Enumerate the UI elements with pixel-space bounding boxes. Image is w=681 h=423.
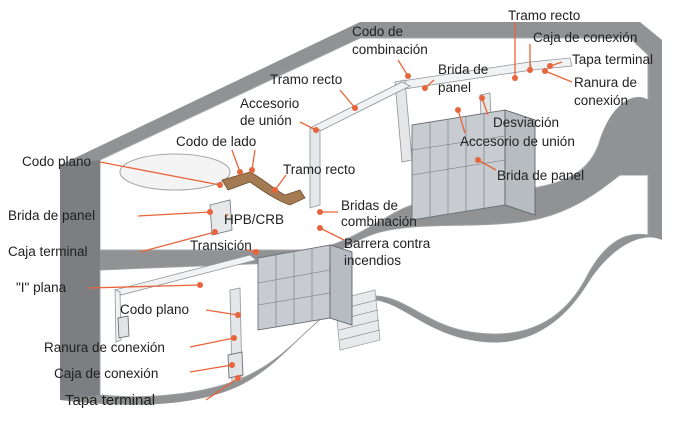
hpb-crb-box	[209, 199, 233, 236]
labels: Tramo recto Caja de conexión Tapa termin…	[8, 8, 653, 409]
duct-flex-section	[221, 171, 306, 206]
label-caja-conexion-bottom: Caja de conexión	[54, 366, 158, 381]
label-tramo-recto-top: Tramo recto	[508, 8, 580, 23]
label-transicion: Transición	[190, 238, 252, 253]
label-codo-plano-top: Codo plano	[22, 154, 91, 169]
right-curved-wall	[600, 97, 648, 175]
leader-lines	[87, 22, 573, 401]
label-codo-plano-bottom: Codo plano	[120, 302, 189, 317]
label-brida-panel-left: Brida de panel	[8, 208, 95, 223]
label-tramo-recto-mid: Tramo recto	[270, 72, 342, 87]
label-brida-panel-right: Brida de panel	[497, 168, 584, 183]
label-i-plana: "I" plana	[16, 280, 67, 295]
floor-opening	[119, 153, 231, 191]
switchgear-right	[411, 109, 536, 221]
label-accesorio-union-right: Accesorio de unión	[460, 134, 575, 149]
label-codo-lado: Codo de lado	[176, 134, 256, 149]
label-tramo-recto-center: Tramo recto	[283, 162, 355, 177]
switchgear-center	[257, 244, 353, 331]
label-desviacion: Desviación	[493, 115, 559, 130]
label-caja-terminal: Caja terminal	[8, 244, 88, 259]
label-tapa-terminal-top: Tapa terminal	[572, 52, 653, 67]
panel-left-bottom	[117, 315, 244, 379]
label-ranura-conexion-bottom: Ranura de conexión	[44, 340, 165, 355]
left-wall-face	[60, 160, 100, 400]
label-hpb-crb: HPB/CRB	[224, 212, 284, 227]
label-tapa-terminal-bottom: Tapa terminal	[65, 392, 155, 409]
label-caja-conexion-top: Caja de conexión	[533, 30, 637, 45]
